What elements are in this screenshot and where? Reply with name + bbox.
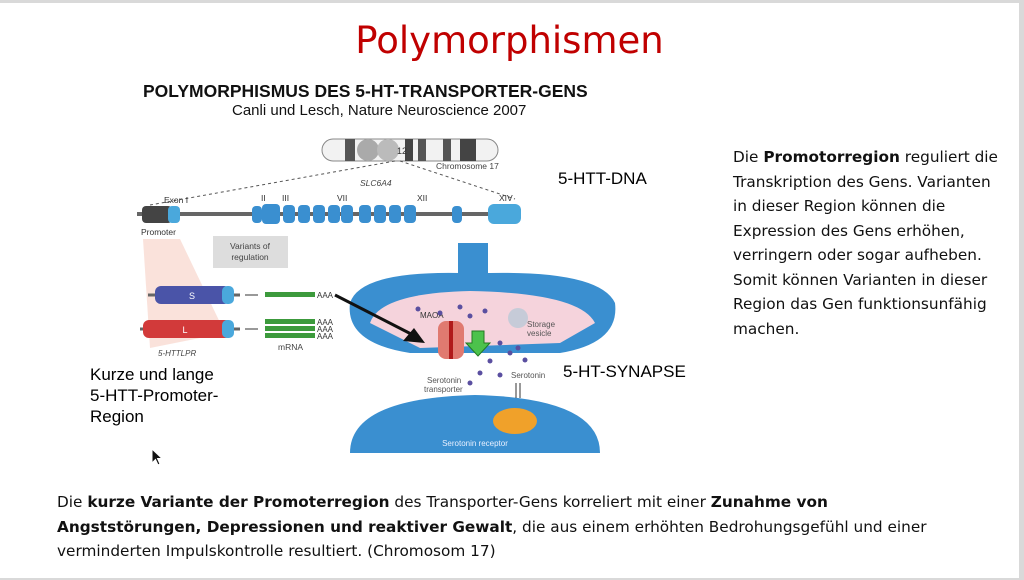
dna-label: 5-HTT-DNA xyxy=(558,169,647,188)
variants-label-2: regulation xyxy=(231,252,269,262)
synapse-illustration: Serotonin receptor MAOA Storage vesicle … xyxy=(349,243,616,453)
figure-citation: Canli und Lesch, Nature Neuroscience 200… xyxy=(232,102,527,119)
slide: Polymorphismen POLYMORPHISMUS DES 5-HT-T… xyxy=(0,3,1019,578)
chromosome-band: 12 xyxy=(397,146,407,156)
text-run: , die aus einem erhöhten Bedrohungsgefüh… xyxy=(57,517,927,561)
serotonin-label: Serotonin xyxy=(511,371,545,380)
vesicle-label: vesicle xyxy=(527,329,552,338)
promoter-explanation: Die Promotorregion reguliert die Transkr… xyxy=(733,145,1003,341)
exon-14-label: XIV xyxy=(499,193,513,203)
text-run: Die xyxy=(57,493,88,511)
aaa-label: AAA xyxy=(317,332,334,341)
chromosome-label: Chromosome 17 xyxy=(436,161,499,171)
text-run: des Transporter-Gens korreliert mit eine… xyxy=(389,493,711,511)
exon-1-label: Exon I xyxy=(164,195,188,205)
exon-2-label: II xyxy=(261,193,266,203)
promoter-label: Promoter xyxy=(141,227,176,237)
transporter-label: Serotonin xyxy=(427,376,461,385)
maoa-label: MAOA xyxy=(420,311,444,320)
exon-7-label: VII xyxy=(337,193,347,203)
mrna-label: mRNA xyxy=(278,342,303,352)
mouse-pointer-icon xyxy=(151,448,164,466)
chromosome-17: 12 Chromosome 17 xyxy=(321,138,499,171)
synapse-label: 5-HT-SYNAPSE xyxy=(563,362,686,381)
storage-label: Storage xyxy=(527,320,556,329)
bold-text: kurze Variante der Promoterregion xyxy=(87,493,390,511)
exon-12-label: XII xyxy=(417,193,427,203)
gene-label: SLC6A4 xyxy=(360,178,392,188)
caption-line: Region xyxy=(90,407,144,426)
bold-text: Zunahme von Angststörungen, Depressionen… xyxy=(57,493,828,536)
gene-synapse-figure: 12 Chromosome 17 SLC6A4 Exon I II I xyxy=(137,138,616,453)
gene-track: Exon I II III VII XII XIV Promoter xyxy=(137,193,521,237)
aaa-label: AAA xyxy=(317,291,334,300)
text-run: Die xyxy=(733,148,764,166)
long-label: L xyxy=(182,325,187,335)
promoter-caption: Kurze und lange 5-HTT-Promoter- Region xyxy=(90,364,260,427)
caption-line: Kurze und lange xyxy=(90,365,214,384)
figure-title: POLYMORPHISMUS DES 5-HT-TRANSPORTER-GENS xyxy=(143,81,588,101)
bold-text: Promotorregion xyxy=(763,148,900,166)
short-allele: S xyxy=(148,286,240,304)
caption-line: 5-HTT-Promoter- xyxy=(90,386,219,405)
aaa-label: AAA xyxy=(317,318,334,327)
slide-title: Polymorphismen xyxy=(355,19,664,62)
summary-text: Die kurze Variante der Promoterregion de… xyxy=(57,490,977,564)
transporter-label-2: transporter xyxy=(424,385,463,394)
aaa-label: AAA xyxy=(317,325,334,334)
text-run: reguliert die Transkription des Gens. Va… xyxy=(733,148,998,338)
long-allele: L xyxy=(140,320,240,338)
variants-label: Variants of xyxy=(230,241,271,251)
exon-3-label: III xyxy=(282,193,289,203)
short-label: S xyxy=(189,291,195,301)
httlpr-label: 5-HTTLPR xyxy=(158,349,196,358)
receptor-label: Serotonin receptor xyxy=(442,439,508,448)
